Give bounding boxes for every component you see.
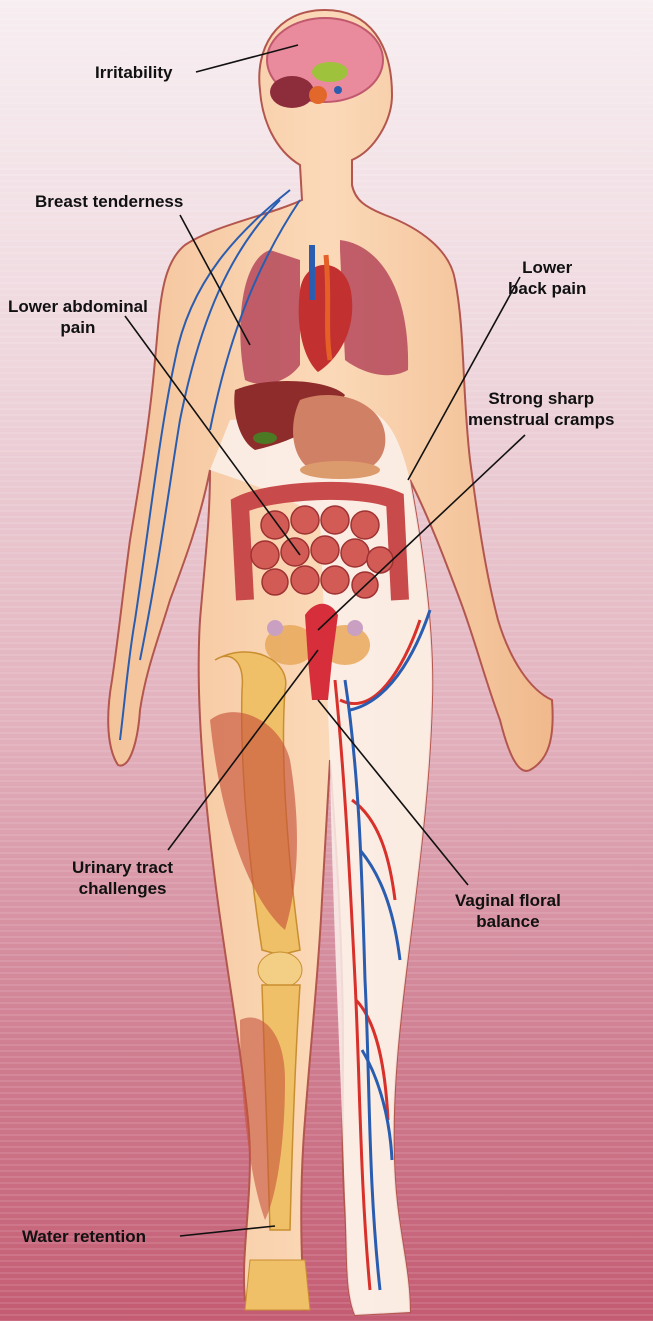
label-lower-abdominal-pain-line1: Lower abdominal: [8, 296, 148, 317]
label-lower-abdominal-pain-line2: pain: [8, 317, 148, 338]
label-irritability: Irritability: [95, 62, 172, 83]
label-lower-abdominal-pain: Lower abdominal pain: [8, 296, 148, 338]
label-urinary-tract-line2: challenges: [72, 878, 173, 899]
pituitary: [309, 86, 327, 104]
label-menstrual-cramps-line1: Strong sharp: [468, 388, 614, 409]
label-breast-tenderness: Breast tenderness: [35, 191, 183, 212]
label-vaginal-floral-line2: balance: [455, 911, 561, 932]
ovary-right: [347, 620, 363, 636]
knee: [258, 952, 302, 988]
label-vaginal-floral-line1: Vaginal floral: [455, 890, 561, 911]
label-menstrual-cramps: Strong sharp menstrual cramps: [468, 388, 614, 430]
label-water-retention: Water retention: [22, 1226, 146, 1247]
label-urinary-tract-line1: Urinary tract: [72, 857, 173, 878]
label-irritability-text: Irritability: [95, 62, 172, 83]
label-menstrual-cramps-line2: menstrual cramps: [468, 409, 614, 430]
label-urinary-tract: Urinary tract challenges: [72, 857, 173, 899]
gallbladder: [253, 432, 277, 444]
pancreas: [300, 461, 380, 479]
label-lower-back-pain: Lower back pain: [508, 257, 586, 299]
label-lower-back-pain-line1: Lower: [508, 257, 586, 278]
aorta: [326, 255, 330, 360]
cerebellum: [270, 76, 314, 108]
small-intestine: [251, 506, 393, 598]
label-water-retention-text: Water retention: [22, 1226, 146, 1247]
limbic: [312, 62, 348, 82]
label-lower-back-pain-line2: back pain: [508, 278, 586, 299]
foot-bones: [245, 1260, 310, 1310]
pineal: [334, 86, 342, 94]
label-vaginal-floral: Vaginal floral balance: [455, 890, 561, 932]
label-breast-tenderness-text: Breast tenderness: [35, 191, 183, 212]
ovary-left: [267, 620, 283, 636]
